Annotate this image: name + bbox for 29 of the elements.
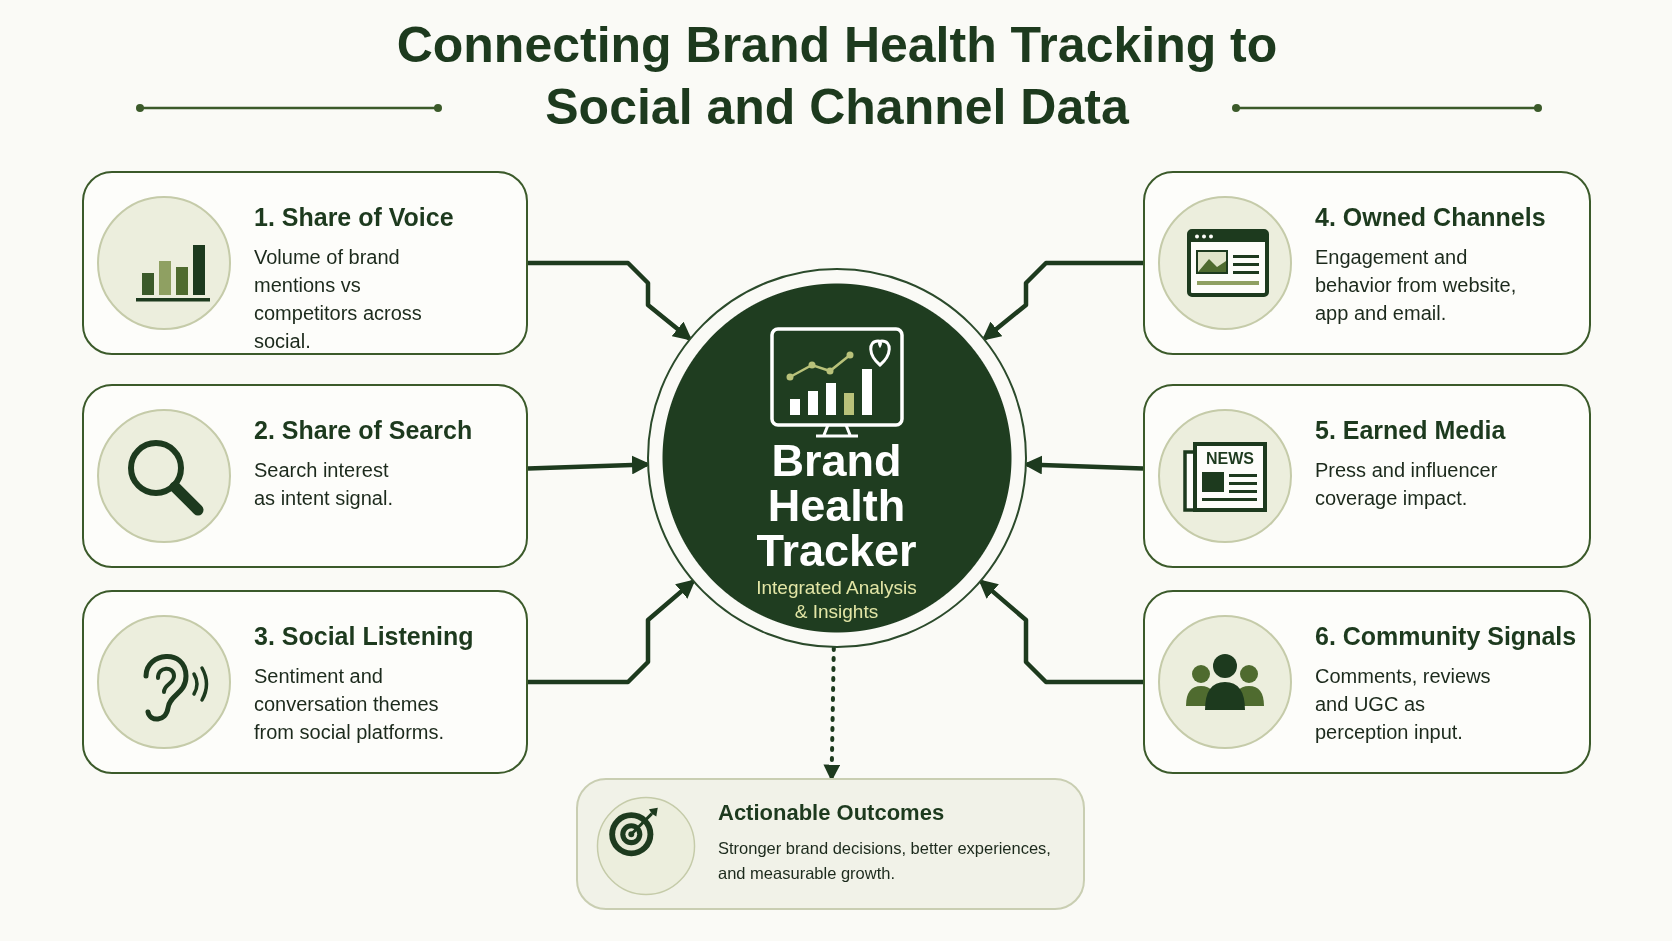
card-description: Comments, reviews and UGC as perception input. [1315, 664, 1492, 745]
card-heading: Actionable Outcomes [718, 800, 945, 826]
card-description: Stronger brand decisions, better experiences, and measurable growth. [718, 838, 1052, 884]
card-heading: 2. Share of Search [254, 416, 473, 445]
source-card [1143, 384, 1591, 568]
card-heading: 3. Social Listening [254, 622, 474, 651]
title: Connecting Brand Health Tracking to Social and Channel Data [395, 16, 1279, 137]
card-description: Search interest as intent signal. [254, 458, 394, 511]
source-card [82, 590, 528, 774]
arrow [978, 579, 1143, 685]
card-heading: 6. Community Signals [1315, 622, 1577, 651]
source-card [82, 384, 528, 568]
hub-title: Brand Health Tracker [755, 438, 918, 573]
source-card [82, 171, 528, 355]
source-card [1143, 171, 1591, 355]
arrow [528, 260, 693, 341]
card-heading: 4. Owned Channels [1315, 203, 1546, 232]
card-heading: 5. Earned Media [1315, 416, 1506, 445]
arrow [981, 260, 1143, 341]
card-heading: 1. Share of Voice [254, 203, 454, 232]
card-description: Press and influencer coverage impact. [1315, 458, 1499, 511]
card-description: Sentiment and conversation themes from social platforms. [254, 664, 446, 745]
card-description: Volume of brand mentions vs competitors across social. [254, 245, 423, 354]
outcome-card [576, 778, 1085, 910]
card-description: Engagement and behavior from website, app and email. [1315, 245, 1518, 326]
arrow [528, 579, 696, 685]
newspaper-masthead: NEWS [1206, 450, 1254, 467]
hub-subtitle: Integrated Analysis & Insights [755, 576, 918, 624]
source-card [1143, 590, 1591, 774]
